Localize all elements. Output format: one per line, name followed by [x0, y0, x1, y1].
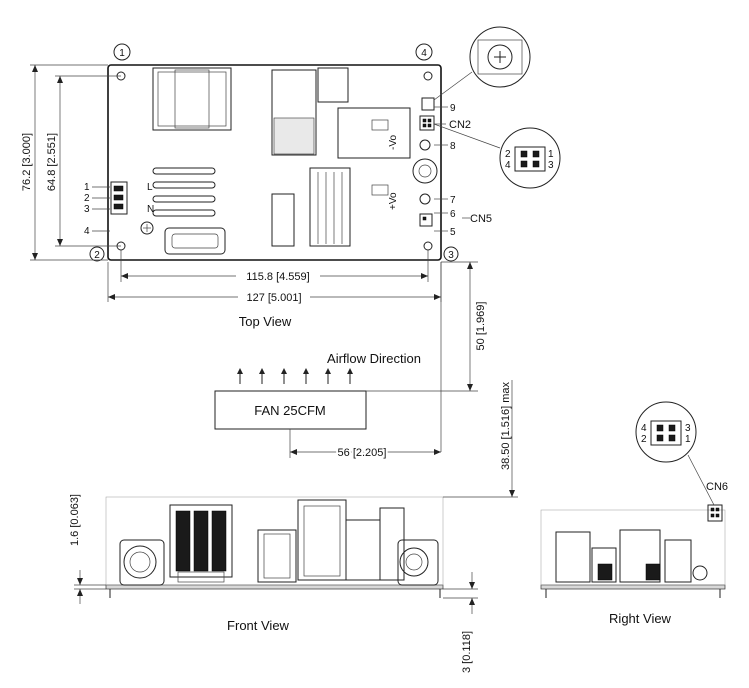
vo-plus-mark: +Vo	[388, 192, 399, 210]
cn5-label: CN5	[470, 213, 492, 225]
right-pin-labels: 9 8 7 6 5	[434, 103, 456, 238]
top-view-board	[107, 64, 442, 261]
svg-text:FAN 25CFM: FAN 25CFM	[254, 403, 326, 418]
pin-label-9: 9	[450, 103, 456, 114]
mount-hole-label-2: 2	[89, 246, 105, 262]
cn2-pin-4: 4	[505, 160, 511, 171]
pin-label-3: 3	[84, 204, 90, 215]
svg-text:76.2 [3.000]: 76.2 [3.000]	[21, 133, 33, 191]
cn6-label: CN6	[706, 481, 728, 493]
front-view-board	[105, 496, 444, 598]
svg-text:3 [0.118]: 3 [0.118]	[461, 631, 473, 673]
pin-label-5: 5	[450, 227, 456, 238]
cn6-pin-2: 2	[641, 434, 647, 445]
line-mark: L	[147, 182, 153, 193]
dimension-max-height: 38.50 [1.516] max	[443, 380, 518, 498]
dimension-height-64: 64.8 [2.551]	[46, 75, 121, 247]
pin-label-8: 8	[450, 141, 456, 152]
cn2-pin-3: 3	[548, 160, 554, 171]
mount-hole-label-1: 1	[113, 43, 131, 61]
pin-label-6: 6	[450, 209, 456, 220]
svg-text:4: 4	[421, 48, 427, 59]
mount-hole-label-3: 3	[443, 246, 459, 262]
right-view-board	[540, 504, 726, 598]
pin-label-7: 7	[450, 195, 456, 206]
front-view-title: Front View	[227, 618, 290, 633]
cn6-pin-3: 3	[685, 423, 691, 434]
cn2-label: CN2	[449, 119, 471, 131]
right-view-title: Right View	[609, 611, 672, 626]
cn6-pin-4: 4	[641, 423, 647, 434]
cn2-pin-1: 1	[548, 149, 554, 160]
dimension-fan-offset: 56 [2.205]	[289, 429, 441, 461]
pin-label-2: 2	[84, 193, 90, 204]
svg-text:3: 3	[448, 250, 454, 261]
pin-label-1: 1	[84, 182, 90, 193]
top-view-title: Top View	[239, 314, 292, 329]
cn2-detail-callout: 2 4 1 3	[433, 123, 561, 189]
svg-text:1.6 [0.063]: 1.6 [0.063]	[69, 494, 81, 546]
svg-text:56 [2.205]: 56 [2.205]	[338, 447, 387, 459]
svg-text:115.8 [4.559]: 115.8 [4.559]	[246, 271, 309, 283]
svg-text:38.50 [1.516] max: 38.50 [1.516] max	[500, 381, 512, 470]
svg-text:127 [5.001]: 127 [5.001]	[246, 292, 301, 304]
neutral-mark: N	[147, 204, 154, 215]
dimension-standoff: 3 [0.118]	[443, 572, 478, 673]
svg-text:1: 1	[119, 48, 125, 59]
dimension-fan-gap: 50 [1.969]	[366, 261, 487, 452]
svg-text:50 [1.969]: 50 [1.969]	[475, 302, 487, 351]
left-pin-labels: 1 2 3 4	[84, 182, 110, 237]
pin-label-4: 4	[84, 226, 90, 237]
airflow-arrows	[237, 368, 353, 384]
screw-detail-callout	[433, 26, 531, 101]
svg-text:2: 2	[94, 250, 100, 261]
svg-text:64.8 [2.551]: 64.8 [2.551]	[46, 133, 58, 191]
dimension-width-127: 127 [5.001]	[107, 262, 442, 304]
dimension-width-115: 115.8 [4.559]	[120, 250, 429, 283]
dimension-pcb-thickness: 1.6 [0.063]	[69, 494, 106, 604]
fan-box: FAN 25CFM	[214, 390, 367, 430]
cn6-detail-callout: 4 2 3 1	[635, 401, 715, 506]
cn2-pin-2: 2	[505, 149, 511, 160]
airflow-label: Airflow Direction	[327, 351, 421, 366]
vo-minus-mark: -Vo	[388, 135, 399, 150]
mount-hole-label-4: 4	[415, 43, 433, 61]
cn6-pin-1: 1	[685, 434, 691, 445]
dimension-height-76: 76.2 [3.000]	[21, 64, 108, 261]
